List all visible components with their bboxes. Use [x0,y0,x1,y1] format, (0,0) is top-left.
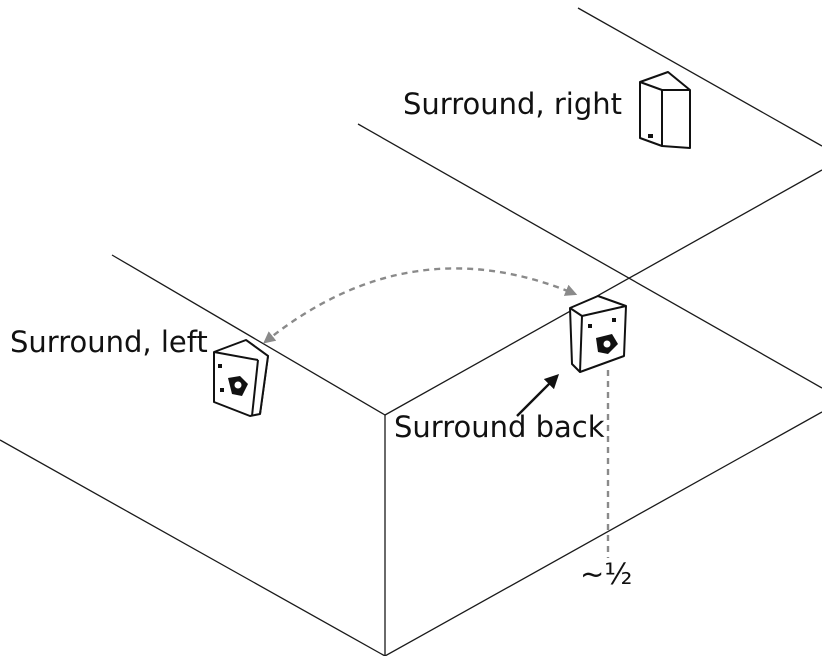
room-outline [0,7,822,656]
room-diagonal [384,169,822,416]
wall-line-upper [357,123,822,389]
floor-line-right [384,411,822,656]
arrow-icon [516,373,560,417]
label-surround-left: Surround, left [10,325,208,359]
wall-line-top-right [577,7,822,147]
label-distance-note: ~½ [580,557,632,591]
speaker-icon [639,71,691,149]
speaker-icon [569,295,627,373]
label-surround-back: Surround back [394,410,605,444]
floor-line-left [0,439,386,656]
label-surround-right: Surround, right [403,87,622,121]
wall-line-left-top [111,254,386,416]
dashed-double-arrow [263,267,578,344]
speaker-icon [213,339,270,417]
